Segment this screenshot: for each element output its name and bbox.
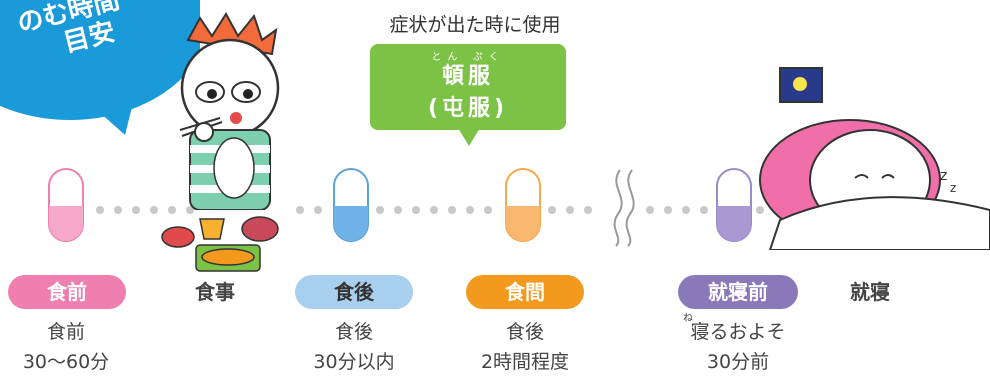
speech-bubble bbox=[0, 0, 200, 135]
desc-before-meal-line2: 30〜60分 bbox=[22, 351, 110, 373]
desc-between-meals: 食後 2時間程度 bbox=[460, 317, 590, 377]
desc-between-meals-line2: 2時間程度 bbox=[480, 351, 570, 373]
svg-text:z: z bbox=[950, 181, 956, 195]
label-after-meal: 食後 bbox=[295, 275, 413, 309]
timeline-dots bbox=[96, 206, 782, 214]
desc-before-meal: 食前 30〜60分 bbox=[0, 317, 132, 377]
desc-before-meal-line1: 食前 bbox=[46, 321, 85, 343]
desc-before-bed-line2: 30分前 bbox=[706, 351, 770, 373]
label-meal: 食事 bbox=[195, 280, 235, 304]
time-break-icon bbox=[613, 169, 635, 247]
meal-illustration bbox=[161, 216, 279, 272]
tonpuku-ruby: とん ぷく bbox=[431, 52, 505, 63]
capsule-icon-between-meals bbox=[505, 168, 541, 242]
desc-before-bed: 寝るおよそ 30分前 bbox=[668, 317, 808, 377]
desc-between-meals-line1: 食後 bbox=[505, 321, 544, 343]
usage-note: 症状が出た時に使用 bbox=[389, 14, 561, 36]
capsule-icon-before-meal bbox=[48, 168, 84, 242]
label-bedtime: 就寝 bbox=[850, 280, 890, 304]
tonpuku-box bbox=[370, 44, 566, 130]
label-before-bed: 就寝前 bbox=[678, 275, 798, 309]
desc-after-meal-line2: 30分以内 bbox=[313, 351, 395, 373]
tonpuku-pointer bbox=[458, 128, 480, 146]
tonpuku-alt-title: (屯服) bbox=[427, 96, 509, 121]
boy-eating-illustration bbox=[179, 12, 280, 210]
girl-sleeping-illustration: z z bbox=[759, 67, 990, 250]
desc-after-meal-line1: 食後 bbox=[334, 321, 373, 343]
capsule-icon-after-meal bbox=[333, 168, 369, 242]
desc-before-bed-line1: 寝るおよそ bbox=[690, 321, 786, 343]
tonpuku-title: 頓服 bbox=[441, 64, 494, 89]
svg-text:z: z bbox=[940, 168, 947, 184]
label-between-meals: 食間 bbox=[466, 275, 584, 309]
desc-after-meal: 食後 30分以内 bbox=[290, 317, 418, 377]
desc-before-bed-ruby: ね bbox=[683, 313, 693, 324]
label-before-meal: 食前 bbox=[8, 275, 126, 309]
capsule-icon-before-bed bbox=[716, 168, 752, 242]
